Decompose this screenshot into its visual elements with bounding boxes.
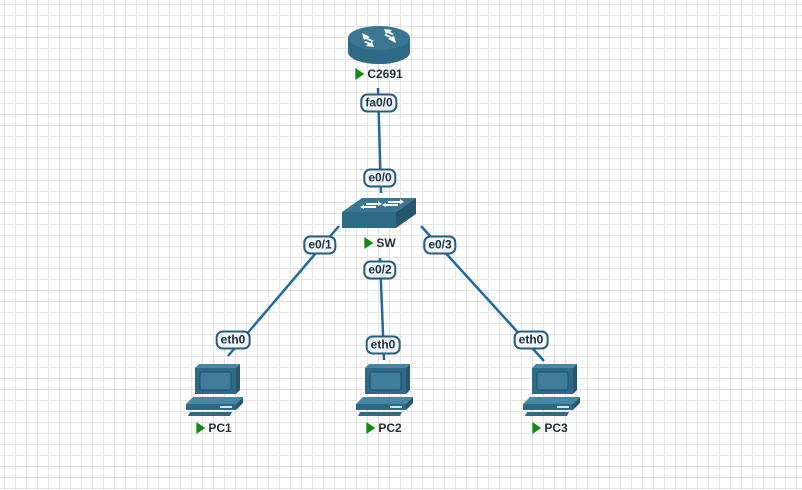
play-icon	[364, 237, 374, 249]
switch-icon[interactable]	[342, 198, 416, 228]
node-name: C2691	[367, 67, 403, 81]
node-label-switch[interactable]: SW	[364, 236, 396, 250]
node-label-pc2[interactable]: PC2	[366, 421, 402, 435]
play-icon	[355, 68, 365, 80]
play-icon	[532, 422, 542, 434]
node-label-router[interactable]: C2691	[355, 67, 403, 81]
node-name: PC1	[208, 421, 232, 435]
port-label-router-fa0-0[interactable]: fa0/0	[360, 93, 398, 113]
port-label-switch-e0-2[interactable]: e0/2	[363, 260, 397, 280]
port-label-switch-e0-3[interactable]: e0/3	[423, 235, 457, 255]
node-label-pc1[interactable]: PC1	[196, 421, 232, 435]
port-label-pc3-eth0[interactable]: eth0	[513, 330, 549, 350]
node-name: PC2	[378, 421, 402, 435]
pc2-icon[interactable]	[356, 364, 413, 416]
play-icon	[196, 422, 206, 434]
port-label-pc2-eth0[interactable]: eth0	[365, 335, 401, 355]
port-label-switch-e0-0[interactable]: e0/0	[363, 168, 397, 188]
pc3-icon[interactable]	[523, 364, 580, 416]
node-label-pc3[interactable]: PC3	[532, 421, 568, 435]
node-name: SW	[376, 236, 396, 250]
port-label-switch-e0-1[interactable]: e0/1	[303, 235, 337, 255]
node-name: PC3	[544, 421, 568, 435]
router-icon[interactable]	[348, 26, 410, 64]
play-icon	[366, 422, 376, 434]
pc1-icon[interactable]	[186, 364, 243, 416]
port-label-pc1-eth0[interactable]: eth0	[215, 330, 251, 350]
